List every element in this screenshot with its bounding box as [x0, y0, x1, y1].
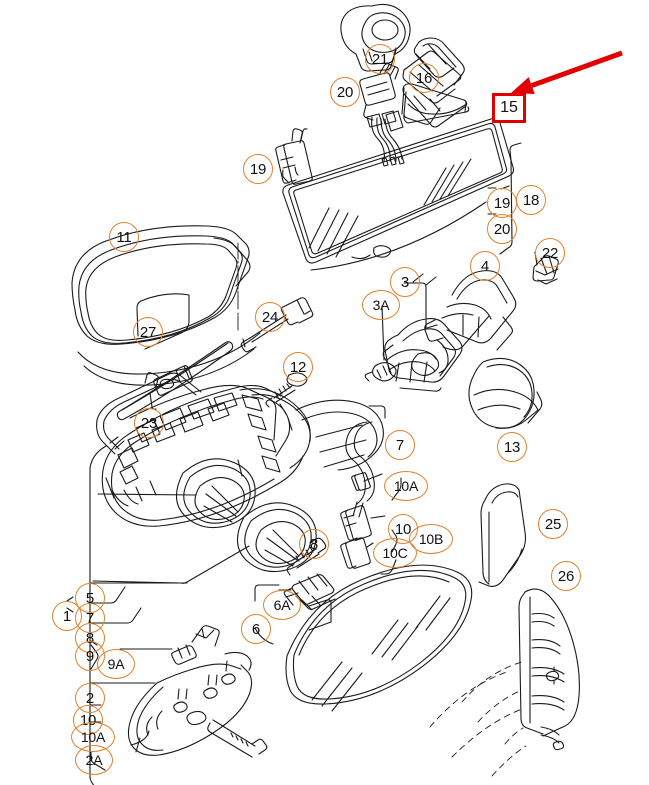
callout-11[interactable]: 11 — [109, 222, 139, 252]
callout-3a[interactable]: 3A — [362, 290, 400, 320]
callout-10c[interactable]: 10C — [373, 538, 417, 568]
callout-12[interactable]: 12 — [283, 352, 313, 382]
callout-16[interactable]: 16 — [409, 63, 439, 93]
callout-6[interactable]: 6 — [241, 614, 271, 644]
callout-26[interactable]: 26 — [551, 561, 581, 591]
callout-13[interactable]: 13 — [497, 432, 527, 462]
callout-23[interactable]: 23 — [134, 408, 164, 438]
callout-9a[interactable]: 9A — [97, 649, 135, 679]
callout-21[interactable]: 21 — [365, 44, 395, 74]
callout-22[interactable]: 22 — [535, 238, 565, 268]
callout-19[interactable]: 19 — [243, 154, 273, 184]
callout-10b[interactable]: 10B — [409, 524, 453, 554]
callout-7[interactable]: 7 — [385, 430, 415, 460]
callout-6a[interactable]: 6A — [263, 590, 301, 620]
highlight-box-part-15[interactable]: 15 — [492, 93, 526, 123]
callout-10a[interactable]: 10A — [384, 471, 428, 501]
callout-27[interactable]: 27 — [133, 317, 163, 347]
callout-20[interactable]: 20 — [487, 214, 517, 244]
callout-4[interactable]: 4 — [470, 251, 500, 281]
callout-25[interactable]: 25 — [538, 509, 568, 539]
callout-2a[interactable]: 2A — [75, 745, 113, 775]
callout-18[interactable]: 18 — [516, 185, 546, 215]
callout-20[interactable]: 20 — [330, 77, 360, 107]
callout-8[interactable]: 8 — [299, 529, 329, 559]
callout-3[interactable]: 3 — [390, 267, 420, 297]
callout-24[interactable]: 24 — [255, 302, 285, 332]
